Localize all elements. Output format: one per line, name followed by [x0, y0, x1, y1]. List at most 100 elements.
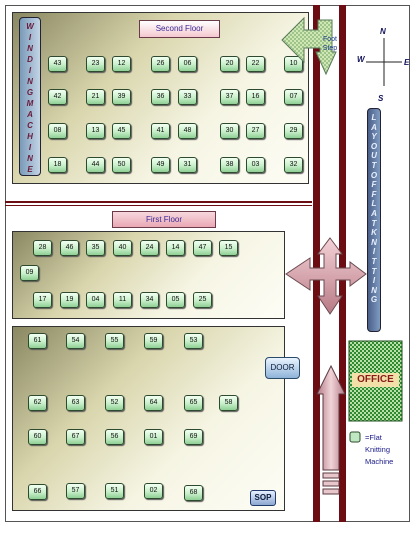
knitting-machine[interactable]: 01 [144, 429, 163, 445]
knitting-machine[interactable]: 63 [66, 395, 85, 411]
knitting-machine[interactable]: 29 [284, 123, 303, 139]
knitting-machine[interactable]: 34 [140, 292, 159, 308]
knitting-machine[interactable]: 38 [220, 157, 239, 173]
door[interactable]: DOOR [265, 357, 300, 379]
vertical-letter: M [26, 99, 34, 108]
ground-floor-room [12, 326, 285, 511]
vertical-letter: Y [371, 132, 377, 142]
knitting-machine[interactable]: 31 [178, 157, 197, 173]
knitting-machine[interactable]: 42 [48, 89, 67, 105]
knitting-machine[interactable]: 68 [184, 485, 203, 501]
knitting-machine[interactable]: 30 [220, 123, 239, 139]
knitting-machine[interactable]: 06 [178, 56, 197, 72]
knitting-machine[interactable]: 14 [166, 240, 185, 256]
knitting-machine[interactable]: 10 [284, 56, 303, 72]
knitting-machine[interactable]: 55 [105, 333, 124, 349]
knitting-machine[interactable]: 56 [105, 429, 124, 445]
vertical-letter: T [371, 160, 377, 170]
legend-text: =Flat Knitting Machine [365, 433, 394, 466]
knitting-machine[interactable]: 07 [284, 89, 303, 105]
vertical-letter: D [27, 55, 33, 64]
vertical-letter: O [370, 170, 378, 180]
knitting-machine[interactable]: 53 [184, 333, 203, 349]
knitting-machine[interactable]: 65 [184, 395, 203, 411]
vertical-letter: A [371, 208, 377, 218]
knitting-machine[interactable]: 60 [28, 429, 47, 445]
knitting-machine[interactable]: 44 [86, 157, 105, 173]
knitting-machine[interactable]: 45 [112, 123, 131, 139]
knitting-machine[interactable]: 36 [151, 89, 170, 105]
knitting-machine[interactable]: 04 [86, 292, 105, 308]
knitting-machine[interactable]: 61 [28, 333, 47, 349]
knitting-machine[interactable]: 37 [220, 89, 239, 105]
knitting-machine[interactable]: 18 [48, 157, 67, 173]
knitting-machine[interactable]: 09 [20, 265, 39, 281]
knitting-machine[interactable]: 69 [184, 429, 203, 445]
compass-north: N [380, 27, 386, 36]
knitting-machine[interactable]: 49 [151, 157, 170, 173]
knitting-machine[interactable]: 21 [86, 89, 105, 105]
vertical-letter: N [371, 285, 377, 295]
knitting-machine[interactable]: 11 [113, 292, 132, 308]
knitting-machine[interactable]: 08 [48, 123, 67, 139]
knitting-machine[interactable]: 50 [112, 157, 131, 173]
vertical-letter: U [371, 151, 377, 161]
knitting-machine[interactable]: 17 [33, 292, 52, 308]
knitting-machine[interactable]: 58 [219, 395, 238, 411]
knitting-machine[interactable]: 66 [28, 484, 47, 500]
vertical-letter: I [28, 143, 32, 152]
knitting-machine[interactable]: 39 [112, 89, 131, 105]
knitting-machine[interactable]: 12 [112, 56, 131, 72]
knitting-machine[interactable]: 25 [193, 292, 212, 308]
office-label: OFFICE [352, 373, 399, 387]
knitting-machine[interactable]: 15 [219, 240, 238, 256]
vertical-letter: N [371, 237, 377, 247]
vertical-letter: N [27, 44, 33, 53]
knitting-machine[interactable]: 57 [66, 483, 85, 499]
knitting-machine[interactable]: 43 [48, 56, 67, 72]
knitting-machine[interactable]: 33 [178, 89, 197, 105]
vertical-letter: E [27, 165, 33, 174]
knitting-machine[interactable]: 40 [113, 240, 132, 256]
knitting-machine[interactable]: 52 [105, 395, 124, 411]
vertical-letter: T [371, 256, 377, 266]
knitting-machine[interactable]: 47 [193, 240, 212, 256]
knitting-machine[interactable]: 48 [178, 123, 197, 139]
compass-south: S [378, 94, 384, 103]
knitting-machine[interactable]: 67 [66, 429, 85, 445]
vertical-letter: T [371, 218, 377, 228]
knitting-machine[interactable]: 05 [166, 292, 185, 308]
knitting-machine[interactable]: 20 [220, 56, 239, 72]
knitting-machine[interactable]: 62 [28, 395, 47, 411]
vertical-letter: G [370, 295, 378, 305]
knitting-machine[interactable]: 41 [151, 123, 170, 139]
knitting-machine[interactable]: 23 [86, 56, 105, 72]
vertical-letter: G [26, 88, 34, 97]
knitting-machine[interactable]: 22 [246, 56, 265, 72]
road-left-edge [313, 5, 320, 522]
knitting-machine[interactable]: 64 [144, 395, 163, 411]
knitting-machine[interactable]: 02 [144, 483, 163, 499]
knitting-machine[interactable]: 51 [105, 483, 124, 499]
vertical-letter: O [370, 141, 378, 151]
vertical-letter: F [371, 189, 377, 199]
knitting-machine[interactable]: 26 [151, 56, 170, 72]
vertical-letter: A [371, 122, 377, 132]
knitting-machine[interactable]: 19 [60, 292, 79, 308]
knitting-machine[interactable]: 32 [284, 157, 303, 173]
compass-west: W [357, 55, 365, 64]
knitting-machine[interactable]: 24 [140, 240, 159, 256]
knitting-machine[interactable]: 59 [144, 333, 163, 349]
knitting-machine[interactable]: 54 [66, 333, 85, 349]
knitting-machine[interactable]: 03 [246, 157, 265, 173]
vertical-letter: C [27, 121, 33, 130]
knitting-machine[interactable]: 16 [246, 89, 265, 105]
knitting-machine[interactable]: 35 [86, 240, 105, 256]
knitting-machine[interactable]: 27 [246, 123, 265, 139]
knitting-machine[interactable]: 28 [33, 240, 52, 256]
vertical-letter: F [371, 180, 377, 190]
knitting-machine[interactable]: 13 [86, 123, 105, 139]
knitting-machine[interactable]: 46 [60, 240, 79, 256]
